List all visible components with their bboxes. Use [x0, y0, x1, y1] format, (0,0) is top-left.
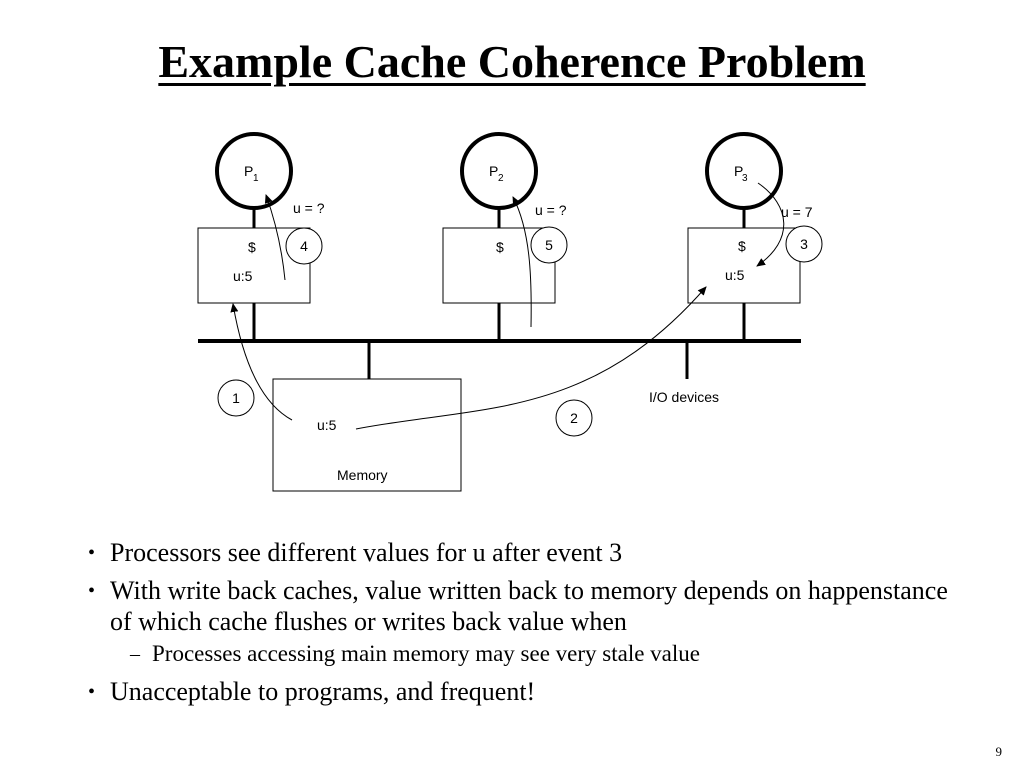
io-devices-label: I/O devices [649, 389, 719, 405]
p1-subscript: 1 [253, 173, 259, 184]
event-3: 3 [785, 225, 823, 263]
event-3-label: 3 [800, 236, 808, 252]
arrow-memory-to-p3-cache [355, 286, 707, 430]
processor-p2: P 2 [460, 132, 538, 210]
event-5-label: 5 [545, 237, 553, 253]
bullet-list: • Processors see different values for u … [88, 537, 968, 714]
slide-title: Example Cache Coherence Problem [158, 36, 866, 87]
page-number: 9 [995, 744, 1003, 759]
bullet-item: • Processors see different values for u … [88, 537, 968, 568]
p1-label: P [244, 163, 253, 179]
sub-bullet-marker: – [130, 643, 140, 665]
event-1: 1 [217, 379, 255, 417]
bullet-marker: • [88, 580, 96, 602]
p3-observation: u = 7 [781, 204, 813, 220]
event-4-label: 4 [300, 238, 308, 254]
arrow-p3-write [756, 182, 785, 267]
sub-bullet-text: Processes accessing main memory may see … [152, 641, 700, 666]
arrow-memory-to-p1-cache [230, 303, 293, 421]
bullet-text: Processors see different values for u af… [110, 538, 623, 567]
bullet-text: With write back caches, value written ba… [110, 576, 948, 636]
memory-block: u:5 Memory [272, 378, 462, 492]
cache-p3: $ u:5 [687, 227, 801, 304]
cache-p3-label: $ [738, 238, 746, 254]
bullet-marker: • [88, 542, 96, 564]
processor-p3: P 3 [705, 132, 783, 210]
event-4: 4 [285, 227, 323, 265]
arrow-p1-read [264, 194, 286, 281]
processor-p1: P 1 [215, 132, 293, 210]
p3-label: P [734, 163, 743, 179]
event-1-label: 1 [232, 390, 240, 406]
event-2-label: 2 [570, 410, 578, 426]
p3-subscript: 3 [742, 173, 748, 184]
cache-p2-label: $ [496, 239, 504, 255]
bullet-marker: • [88, 681, 96, 703]
bullet-item: • With write back caches, value written … [88, 575, 968, 637]
p2-observation: u = ? [535, 202, 567, 218]
memory-label: Memory [337, 467, 388, 483]
cache-p3-value: u:5 [725, 267, 745, 283]
cache-p1-label: $ [248, 239, 256, 255]
bullet-item: • Unacceptable to programs, and frequent… [88, 676, 968, 707]
memory-value: u:5 [317, 417, 337, 433]
arrow-p2-read [512, 196, 532, 328]
event-2: 2 [555, 399, 593, 437]
p2-label: P [489, 163, 498, 179]
sub-bullet-item: – Processes accessing main memory may se… [88, 640, 968, 668]
bullet-text: Unacceptable to programs, and frequent! [110, 677, 536, 706]
event-5: 5 [530, 226, 568, 264]
p1-observation: u = ? [293, 200, 325, 216]
cache-p1-value: u:5 [233, 268, 253, 284]
p2-subscript: 2 [498, 173, 504, 184]
